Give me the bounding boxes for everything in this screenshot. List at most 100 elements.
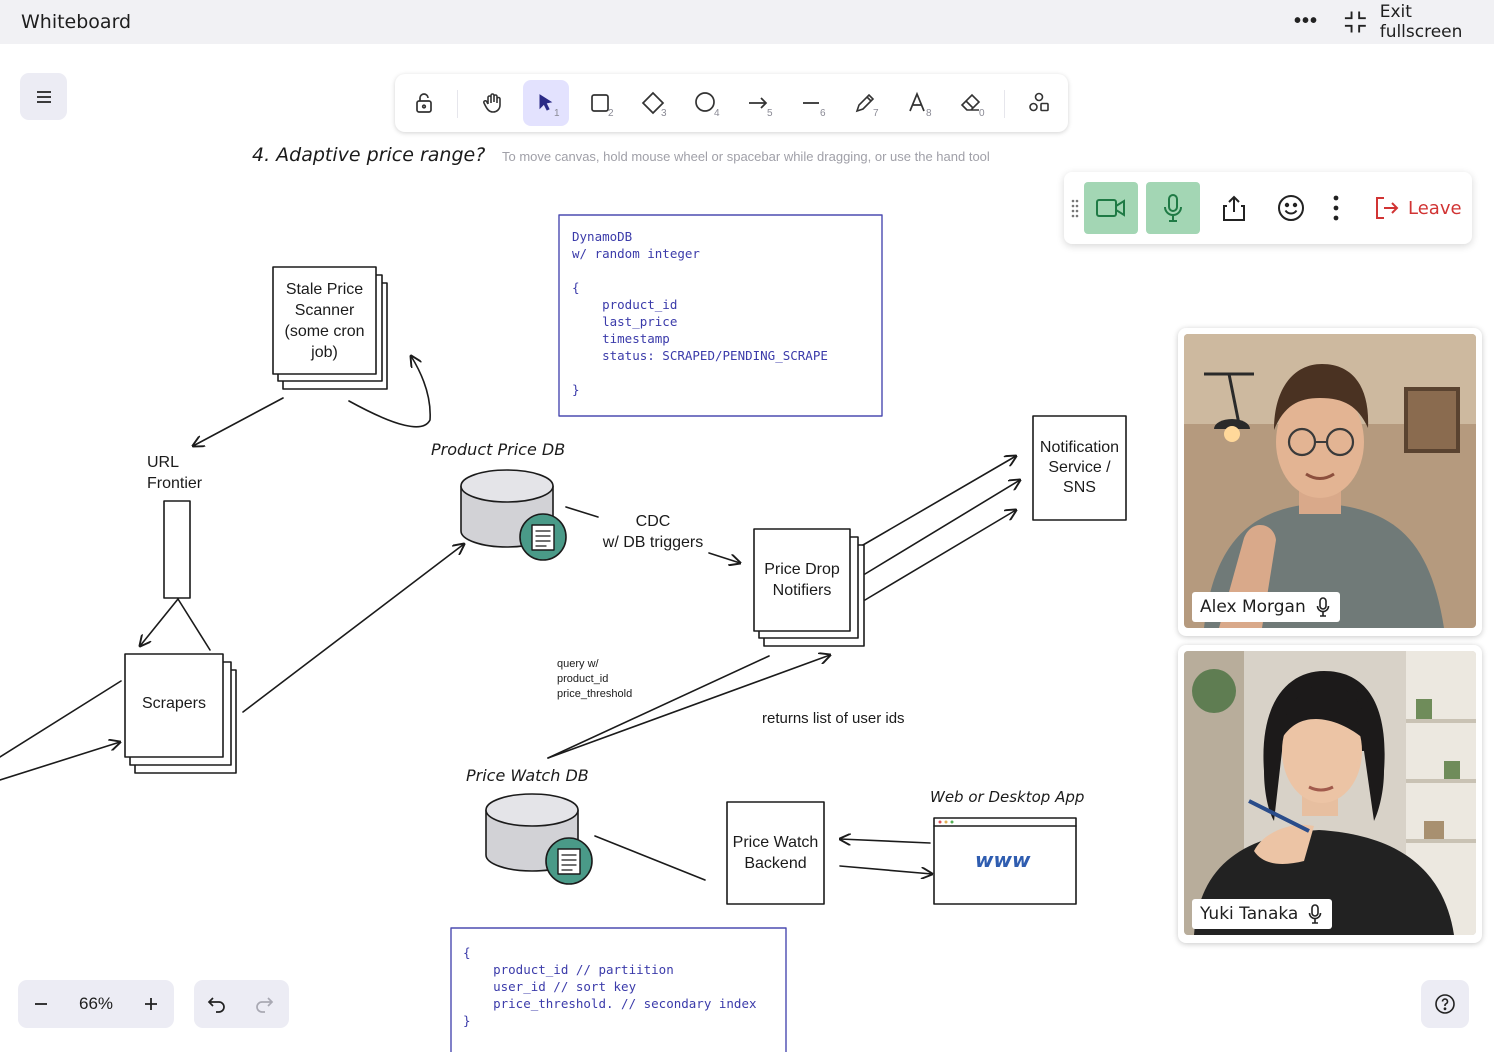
camera-toggle-button[interactable]: [1084, 182, 1138, 234]
vertical-dots-icon: [1333, 195, 1339, 221]
tool-text[interactable]: 8: [895, 80, 941, 126]
tool-arrow[interactable]: 5: [736, 80, 782, 126]
tool-key-hint: 2: [608, 108, 614, 119]
participant-name: Alex Morgan: [1200, 597, 1306, 617]
notification-service-box[interactable]: [1032, 415, 1127, 521]
price-watch-backend-box[interactable]: [726, 801, 825, 905]
leave-call-button[interactable]: Leave: [1374, 182, 1462, 234]
tool-key-hint: 6: [820, 108, 826, 119]
pointer-icon: [539, 94, 553, 111]
tool-ellipse[interactable]: 4: [683, 80, 729, 126]
leave-door-icon: [1376, 197, 1399, 219]
product-price-db-cylinder[interactable]: [460, 469, 567, 561]
returns-note: returns list of user ids: [762, 710, 905, 727]
plus-icon: [145, 998, 157, 1010]
tool-key-hint: 7: [873, 108, 879, 119]
share-button[interactable]: [1207, 182, 1261, 234]
tool-library[interactable]: [1016, 80, 1062, 126]
web-app-label: Web or Desktop App: [930, 788, 1085, 806]
participant-name: Yuki Tanaka: [1200, 904, 1299, 924]
canvas-heading: 4. Adaptive price range?: [252, 144, 486, 166]
leave-label: Leave: [1408, 197, 1462, 219]
tool-eraser[interactable]: 0: [948, 80, 994, 126]
product-price-db-label: Product Price DB: [431, 440, 566, 459]
participant-video: [1184, 334, 1476, 628]
toolbar-separator: [457, 90, 458, 118]
tool-key-hint: 5: [767, 108, 773, 119]
exit-fullscreen-label: Exit fullscreen: [1379, 2, 1463, 42]
price-watch-schema-code: { product_id // partiition user_id // so…: [463, 945, 757, 1028]
price-watch-db-label: Price Watch DB: [466, 766, 589, 785]
help-button[interactable]: [1421, 980, 1469, 1028]
minus-icon: [35, 1003, 47, 1005]
top-bar: Whiteboard ••• Exit fullscreen: [0, 0, 1494, 44]
participant-video: [1184, 651, 1476, 935]
participant-video-frame-alex: [1184, 334, 1476, 628]
rectangle-icon: [591, 94, 609, 112]
undo-button[interactable]: [194, 980, 240, 1028]
participant-tile[interactable]: Alex Morgan: [1178, 328, 1482, 636]
more-options-icon[interactable]: •••: [1294, 10, 1319, 32]
tool-lock[interactable]: [401, 80, 447, 126]
share-upload-icon: [1223, 195, 1245, 221]
tool-diamond[interactable]: 3: [630, 80, 676, 126]
microphone-toggle-button[interactable]: [1146, 182, 1200, 234]
video-camera-icon: [1096, 199, 1125, 217]
web-app-window[interactable]: [933, 817, 1077, 905]
canvas-hint: To move canvas, hold mouse wheel or spac…: [502, 149, 990, 164]
redo-button[interactable]: [241, 980, 287, 1028]
tool-selection[interactable]: 1: [523, 80, 569, 126]
reactions-button[interactable]: [1264, 182, 1318, 234]
url-frontier-queue[interactable]: [163, 500, 191, 599]
hand-icon: [483, 93, 501, 113]
tool-line[interactable]: 6: [789, 80, 835, 126]
stale-price-scanner-box[interactable]: [272, 266, 388, 390]
toolbar-separator: [1004, 90, 1005, 118]
tool-key-hint: 4: [714, 108, 720, 119]
participant-video-frame-yuki: [1184, 651, 1476, 935]
text-icon: [909, 91, 925, 112]
tool-draw[interactable]: 7: [842, 80, 888, 126]
tool-hand[interactable]: [470, 80, 516, 126]
redo-icon: [256, 997, 274, 1013]
price-watch-schema-box[interactable]: [450, 927, 787, 1052]
undo-icon: [207, 997, 225, 1013]
library-shapes-icon: [1029, 92, 1049, 112]
zoom-out-button[interactable]: [18, 980, 64, 1028]
tool-key-hint: 0: [979, 108, 985, 119]
ellipse-icon: [695, 92, 715, 112]
participant-tile[interactable]: Yuki Tanaka: [1178, 645, 1482, 943]
participant-name-tag: Yuki Tanaka: [1192, 899, 1333, 929]
drag-handle-icon[interactable]: [1070, 198, 1080, 218]
hamburger-icon: [36, 90, 51, 103]
drawing-toolbar: 1 2 3 4 5 6 7 8 0: [395, 74, 1068, 132]
scrapers-box[interactable]: [124, 653, 237, 774]
exit-fullscreen-button[interactable]: Exit fullscreen: [1343, 2, 1494, 42]
tool-key-hint: 3: [661, 108, 667, 119]
participant-mic-icon: [1309, 904, 1322, 924]
app-title: Whiteboard: [21, 11, 132, 33]
tool-key-hint: 8: [926, 108, 932, 119]
diamond-icon: [641, 91, 665, 115]
zoom-controls: 66%: [18, 980, 174, 1028]
price-watch-db-cylinder[interactable]: [485, 793, 593, 885]
microphone-icon: [1164, 194, 1182, 222]
lock-icon: [416, 93, 432, 113]
price-drop-notifiers-box[interactable]: [753, 528, 865, 647]
pencil-icon: [855, 93, 875, 113]
dynamodb-schema-box[interactable]: [558, 214, 883, 417]
tool-rectangle[interactable]: 2: [577, 80, 623, 126]
participant-name-tag: Alex Morgan: [1192, 592, 1340, 622]
participant-mic-icon: [1316, 597, 1330, 617]
zoom-level[interactable]: 66%: [78, 994, 114, 1013]
zoom-in-button[interactable]: [128, 980, 174, 1028]
call-more-button[interactable]: [1310, 182, 1362, 234]
main-menu-button[interactable]: [20, 73, 67, 120]
